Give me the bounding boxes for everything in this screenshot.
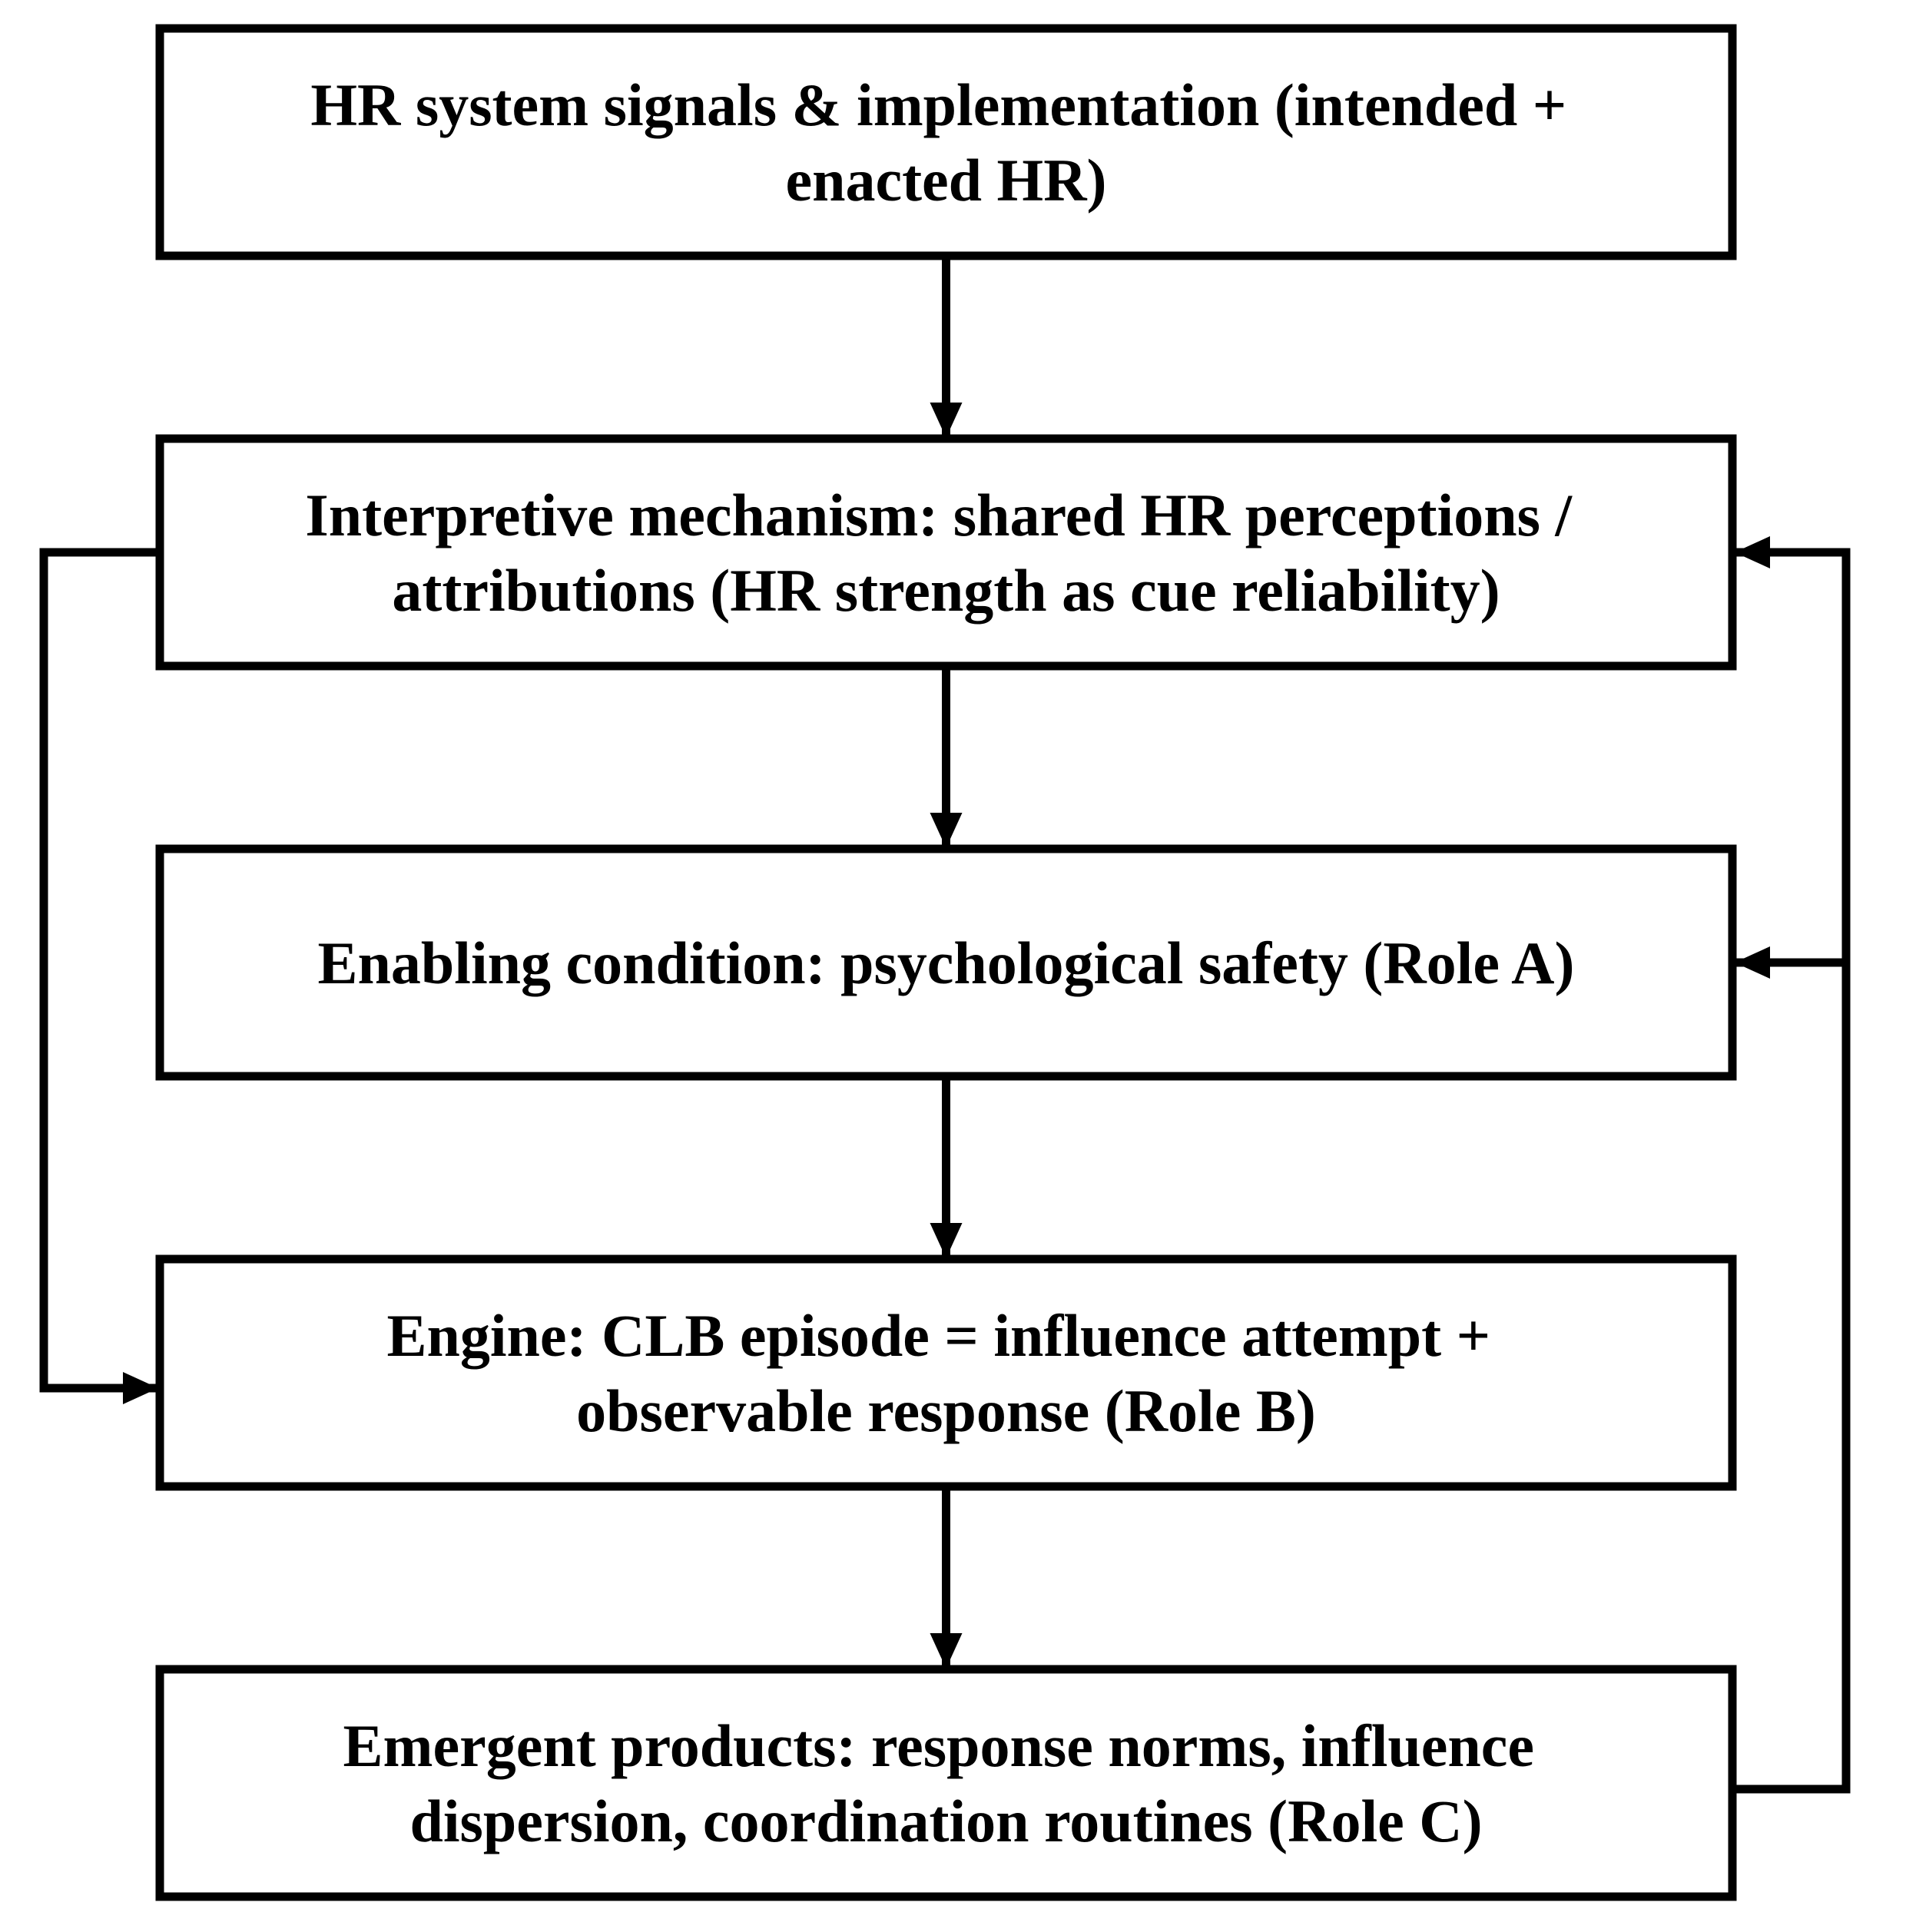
hr-system-signals-label: HR system signals & implementation (inte…: [310, 71, 1581, 214]
hr-system-signals-line-2: enacted HR): [785, 147, 1106, 214]
hr-system-signals-frame: [155, 24, 1737, 260]
emergent-products-label: Emergent products: response norms, influ…: [343, 1712, 1549, 1854]
enabling-condition-line-1: Enabling condition: psychological safety…: [318, 930, 1575, 996]
arrow-emergent-products-to-interpretive-mechanism: [1732, 536, 1851, 1794]
connectors: [39, 256, 1851, 1794]
arrow-interpretive-mechanism-to-engine: [39, 548, 160, 1404]
emergent-products-line-2: dispersion, coordination routines (Role …: [409, 1788, 1482, 1854]
hr-system-signals-box: HR system signals & implementation (inte…: [155, 24, 1737, 260]
enabling-condition-label: Enabling condition: psychological safety…: [318, 930, 1575, 996]
emergent-products-frame: [155, 1665, 1737, 1901]
emergent-products-line-1: Emergent products: response norms, influ…: [343, 1712, 1534, 1779]
hr-system-signals-line-1: HR system signals & implementation (inte…: [310, 71, 1566, 138]
engine-line-1: Engine: CLB episode = influence attempt …: [386, 1302, 1490, 1369]
engine-frame: [155, 1254, 1737, 1491]
arrow-emergent-products-to-enabling-condition: [1732, 946, 1851, 1794]
emergent-products-box: Emergent products: response norms, influ…: [155, 1665, 1737, 1901]
enabling-condition-box: Enabling condition: psychological safety…: [155, 844, 1737, 1081]
engine-box: Engine: CLB episode = influence attempt …: [155, 1254, 1737, 1491]
interpretive-mechanism-label: Interpretive mechanism: shared HR percep…: [305, 482, 1586, 624]
engine-line-2: observable response (Role B): [576, 1377, 1316, 1444]
interpretive-mechanism-box: Interpretive mechanism: shared HR percep…: [155, 434, 1737, 671]
engine-label: Engine: CLB episode = influence attempt …: [386, 1302, 1505, 1444]
interpretive-mechanism-frame: [155, 434, 1737, 671]
interpretive-mechanism-line-2: attributions (HR strength as cue reliabi…: [392, 557, 1500, 624]
enabling-condition-frame: [155, 844, 1737, 1081]
interpretive-mechanism-line-1: Interpretive mechanism: shared HR percep…: [305, 482, 1573, 548]
